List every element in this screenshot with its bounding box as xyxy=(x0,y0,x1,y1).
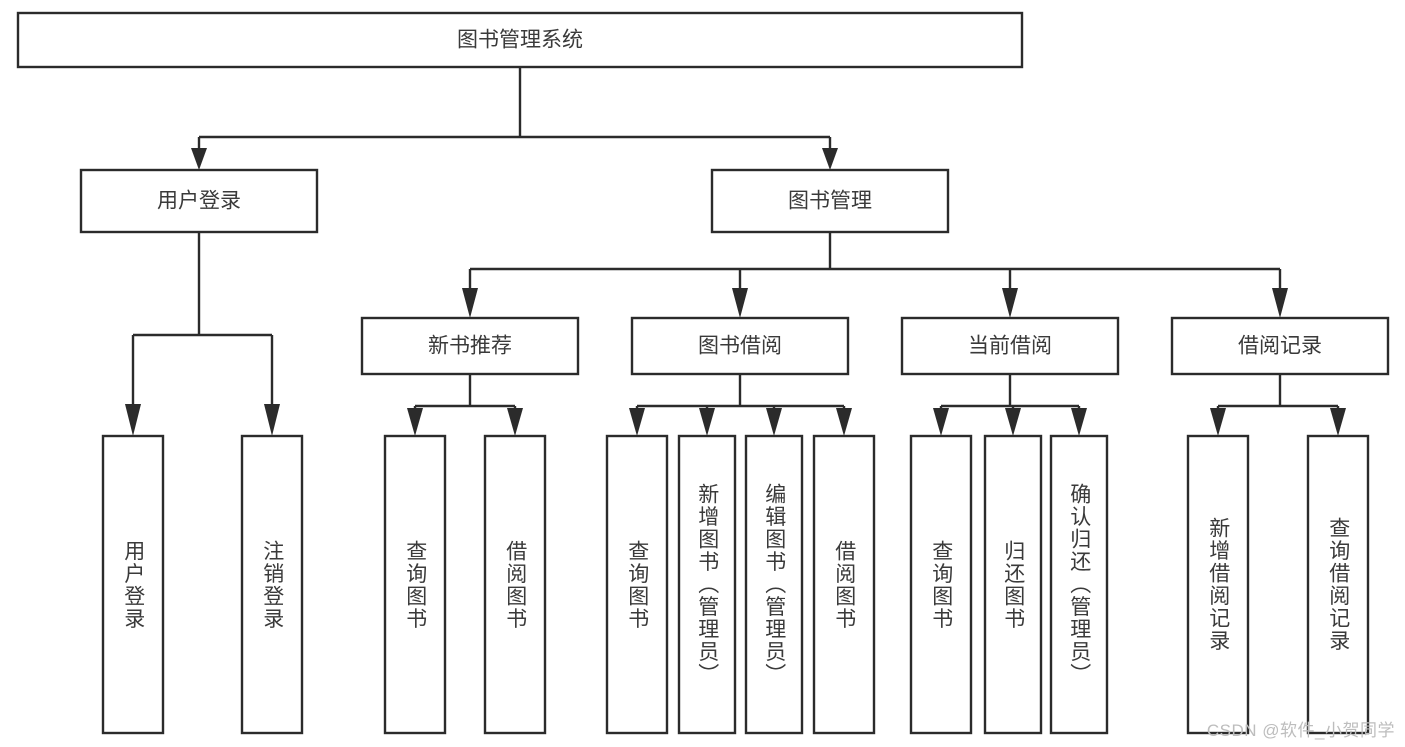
node-leaf-borrow-book-1[interactable]: 借阅图书 xyxy=(483,434,547,735)
leaf-add-record-text-area: 新增借阅记录 xyxy=(1206,517,1230,652)
arrow-head-book-manage xyxy=(822,148,838,170)
arrow-head-book-borrow xyxy=(732,288,748,318)
node-book-manage[interactable]: 图书管理 xyxy=(710,168,950,234)
arrow-head-edit-book xyxy=(766,408,782,436)
node-book-borrow[interactable]: 图书借阅 xyxy=(630,316,850,376)
node-leaf-query-record-label: 查询借阅记录 xyxy=(1326,517,1350,652)
node-leaf-return-book[interactable]: 归还图书 xyxy=(983,434,1043,735)
arrow-head-query-book-1 xyxy=(407,408,423,436)
node-leaf-borrow-book-1-box[interactable] xyxy=(483,434,547,735)
node-book-borrow-label: 图书借阅 xyxy=(698,335,782,358)
node-leaf-edit-book-box[interactable] xyxy=(744,434,804,735)
node-leaf-user-login-box[interactable] xyxy=(101,434,165,735)
node-leaf-add-record[interactable]: 新增借阅记录 xyxy=(1186,434,1250,735)
node-root-box[interactable] xyxy=(16,11,1024,69)
node-leaf-query-book-1-box[interactable] xyxy=(383,434,447,735)
leaf-add-book-text-area: 新增图书（管理员） xyxy=(695,483,719,686)
arrow-head-return-book xyxy=(1005,408,1021,436)
arrow-head-add-record xyxy=(1210,408,1226,436)
node-leaf-query-book-2[interactable]: 查询图书 xyxy=(605,434,669,735)
node-leaf-add-book[interactable]: 新增图书（管理员） xyxy=(677,434,737,735)
node-current-borrow-box[interactable] xyxy=(900,316,1120,376)
leaf-confirm-return-text-area: 确认归还（管理员） xyxy=(1067,483,1091,686)
node-leaf-edit-book[interactable]: 编辑图书（管理员） xyxy=(744,434,804,735)
arrow-head-new-book-rec xyxy=(462,288,478,318)
arrow-head-borrow-book-2 xyxy=(836,408,852,436)
node-leaf-confirm-return[interactable]: 确认归还（管理员） xyxy=(1049,434,1109,735)
node-leaf-query-record-box[interactable] xyxy=(1306,434,1370,735)
leaf-query-book-3-text-area: 查询图书 xyxy=(929,539,953,630)
leaf-query-book-1-text-area: 查询图书 xyxy=(403,539,427,630)
node-leaf-query-book-3-box[interactable] xyxy=(909,434,973,735)
arrow-head-query-record xyxy=(1330,408,1346,436)
leaf-logout-text-area: 注销登录 xyxy=(260,539,284,630)
node-leaf-query-book-3[interactable]: 查询图书 xyxy=(909,434,973,735)
node-leaf-query-record[interactable]: 查询借阅记录 xyxy=(1306,434,1370,735)
leaf-borrow-book-1-text-area: 借阅图书 xyxy=(503,539,527,630)
arrow-head-query-book-2 xyxy=(629,408,645,436)
node-leaf-edit-book-label: 编辑图书（管理员） xyxy=(762,483,786,686)
node-book-manage-label: 图书管理 xyxy=(788,190,872,213)
arrow-head-query-book-3 xyxy=(933,408,949,436)
node-leaf-query-book-1[interactable]: 查询图书 xyxy=(383,434,447,735)
node-new-book-rec-box[interactable] xyxy=(360,316,580,376)
node-leaf-logout[interactable]: 注销登录 xyxy=(240,434,304,735)
node-leaf-return-book-label: 归还图书 xyxy=(1001,539,1025,630)
node-user-login-label: 用户登录 xyxy=(157,190,241,213)
node-borrow-record[interactable]: 借阅记录 xyxy=(1170,316,1390,376)
leaf-borrow-book-2-text-area: 借阅图书 xyxy=(832,539,856,630)
node-borrow-record-label: 借阅记录 xyxy=(1238,335,1322,358)
node-leaf-user-login-label: 用户登录 xyxy=(121,539,145,630)
connector-layer xyxy=(125,67,1346,436)
leaf-return-book-text-area: 归还图书 xyxy=(1001,539,1025,630)
node-current-borrow-label: 当前借阅 xyxy=(968,335,1052,358)
node-leaf-borrow-book-2-box[interactable] xyxy=(812,434,876,735)
leaf-user-login-text-area: 用户登录 xyxy=(121,539,145,630)
node-leaf-user-login[interactable]: 用户登录 xyxy=(101,434,165,735)
arrow-head-borrow-record xyxy=(1272,288,1288,318)
node-leaf-confirm-return-box[interactable] xyxy=(1049,434,1109,735)
node-current-borrow[interactable]: 当前借阅 xyxy=(900,316,1120,376)
arrow-head-borrow-book-1 xyxy=(507,408,523,436)
node-borrow-record-box[interactable] xyxy=(1170,316,1390,376)
csdn-watermark: CSDN @软件_小贺同学 xyxy=(1206,721,1395,740)
node-leaf-borrow-book-2[interactable]: 借阅图书 xyxy=(812,434,876,735)
node-leaf-logout-box[interactable] xyxy=(240,434,304,735)
node-leaf-query-book-3-label: 查询图书 xyxy=(929,539,953,630)
node-leaf-query-book-2-label: 查询图书 xyxy=(625,539,649,630)
node-leaf-return-book-box[interactable] xyxy=(983,434,1043,735)
node-user-login-box[interactable] xyxy=(79,168,319,234)
node-leaf-logout-label: 注销登录 xyxy=(260,539,284,630)
node-leaf-confirm-return-label: 确认归还（管理员） xyxy=(1067,483,1091,686)
node-root-label: 图书管理系统 xyxy=(457,29,583,52)
node-leaf-add-record-box[interactable] xyxy=(1186,434,1250,735)
node-new-book-rec[interactable]: 新书推荐 xyxy=(360,316,580,376)
node-root[interactable]: 图书管理系统 xyxy=(16,11,1024,69)
node-leaf-add-book-label: 新增图书（管理员） xyxy=(695,483,719,686)
node-user-login[interactable]: 用户登录 xyxy=(79,168,319,234)
node-leaf-query-book-1-label: 查询图书 xyxy=(403,539,427,630)
arrow-head-current-borrow xyxy=(1002,288,1018,318)
node-book-borrow-box[interactable] xyxy=(630,316,850,376)
node-book-manage-box[interactable] xyxy=(710,168,950,234)
leaf-query-record-text-area: 查询借阅记录 xyxy=(1326,517,1350,652)
leaf-query-book-2-text-area: 查询图书 xyxy=(625,539,649,630)
node-new-book-rec-label: 新书推荐 xyxy=(428,335,512,358)
arrow-head-add-book xyxy=(699,408,715,436)
node-leaf-add-book-box[interactable] xyxy=(677,434,737,735)
node-leaf-borrow-book-1-label: 借阅图书 xyxy=(503,539,527,630)
arrow-head-user-login xyxy=(191,148,207,170)
node-leaf-query-book-2-box[interactable] xyxy=(605,434,669,735)
arrow-head-leaf-user-login xyxy=(125,404,141,436)
leaf-edit-book-text-area: 编辑图书（管理员） xyxy=(762,483,786,686)
node-leaf-borrow-book-2-label: 借阅图书 xyxy=(832,539,856,630)
node-leaf-add-record-label: 新增借阅记录 xyxy=(1206,517,1230,652)
arrow-head-confirm-return xyxy=(1071,408,1087,436)
arrow-head-leaf-logout xyxy=(264,404,280,436)
